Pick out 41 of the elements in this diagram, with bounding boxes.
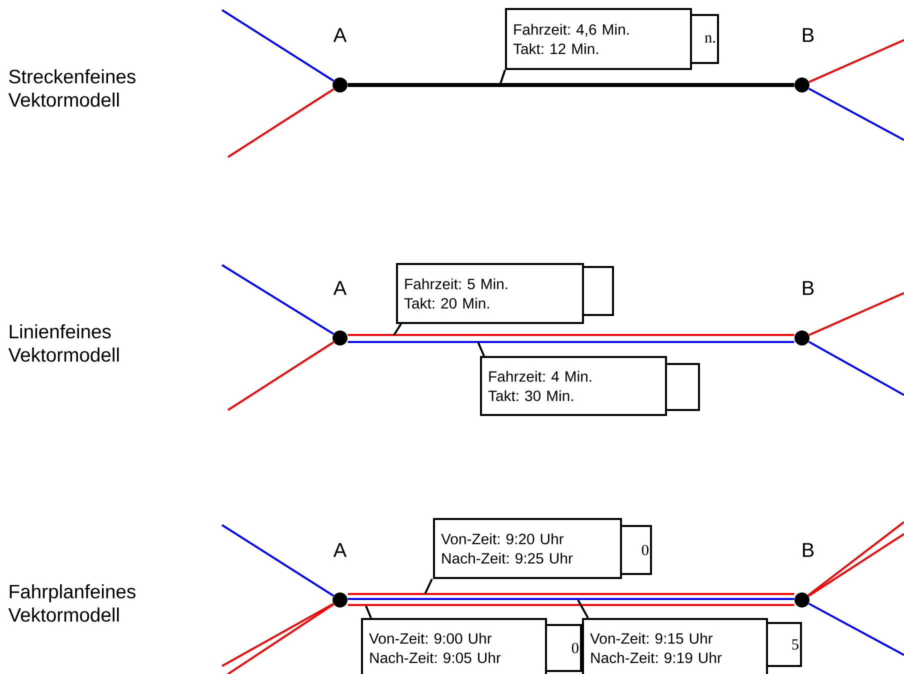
back-box (665, 363, 700, 411)
route-line (808, 602, 904, 656)
row-label: Fahrplanfeines Vektormodell (8, 584, 136, 622)
route-line (348, 598, 794, 600)
back-box: 5 (766, 622, 802, 667)
route-line (221, 9, 334, 82)
leader-line (393, 323, 402, 336)
station-label: A (333, 543, 347, 557)
route-line (808, 533, 904, 597)
leader-line (577, 600, 589, 618)
leader-line (477, 342, 485, 356)
route-line (221, 524, 334, 597)
route-line (348, 83, 794, 87)
back-box: 0 (620, 525, 652, 575)
callout-box: Von-Zeit: 9:00 Uhr Nach-Zeit: 9:05 Uhr (361, 618, 547, 674)
leader-line (499, 70, 506, 86)
route-line (808, 88, 904, 141)
route-line (348, 593, 794, 595)
route-line (221, 264, 334, 335)
leader-line (424, 578, 433, 594)
route-line (227, 88, 334, 158)
route-line (348, 604, 794, 606)
back-box: 0 (545, 624, 582, 672)
back-box: n. (690, 14, 719, 64)
leader-line (365, 606, 372, 618)
station-label: B (802, 281, 814, 295)
route-line (808, 292, 904, 336)
station-label: B (802, 543, 814, 557)
route-line (808, 521, 904, 596)
route-line (808, 39, 904, 83)
route-line (808, 340, 904, 396)
station-label: A (333, 281, 347, 295)
row-label: Streckenfeines Vektormodell (8, 69, 136, 107)
route-line (227, 341, 334, 411)
callout-box: Von-Zeit: 9:15 Uhr Nach-Zeit: 9:19 Uhr (582, 618, 768, 674)
row-label: Linienfeines Vektormodell (8, 324, 119, 362)
back-box (582, 266, 614, 316)
station-label: A (333, 28, 347, 42)
route-line (348, 341, 794, 343)
station-label: B (802, 28, 814, 42)
route-line (348, 334, 794, 336)
